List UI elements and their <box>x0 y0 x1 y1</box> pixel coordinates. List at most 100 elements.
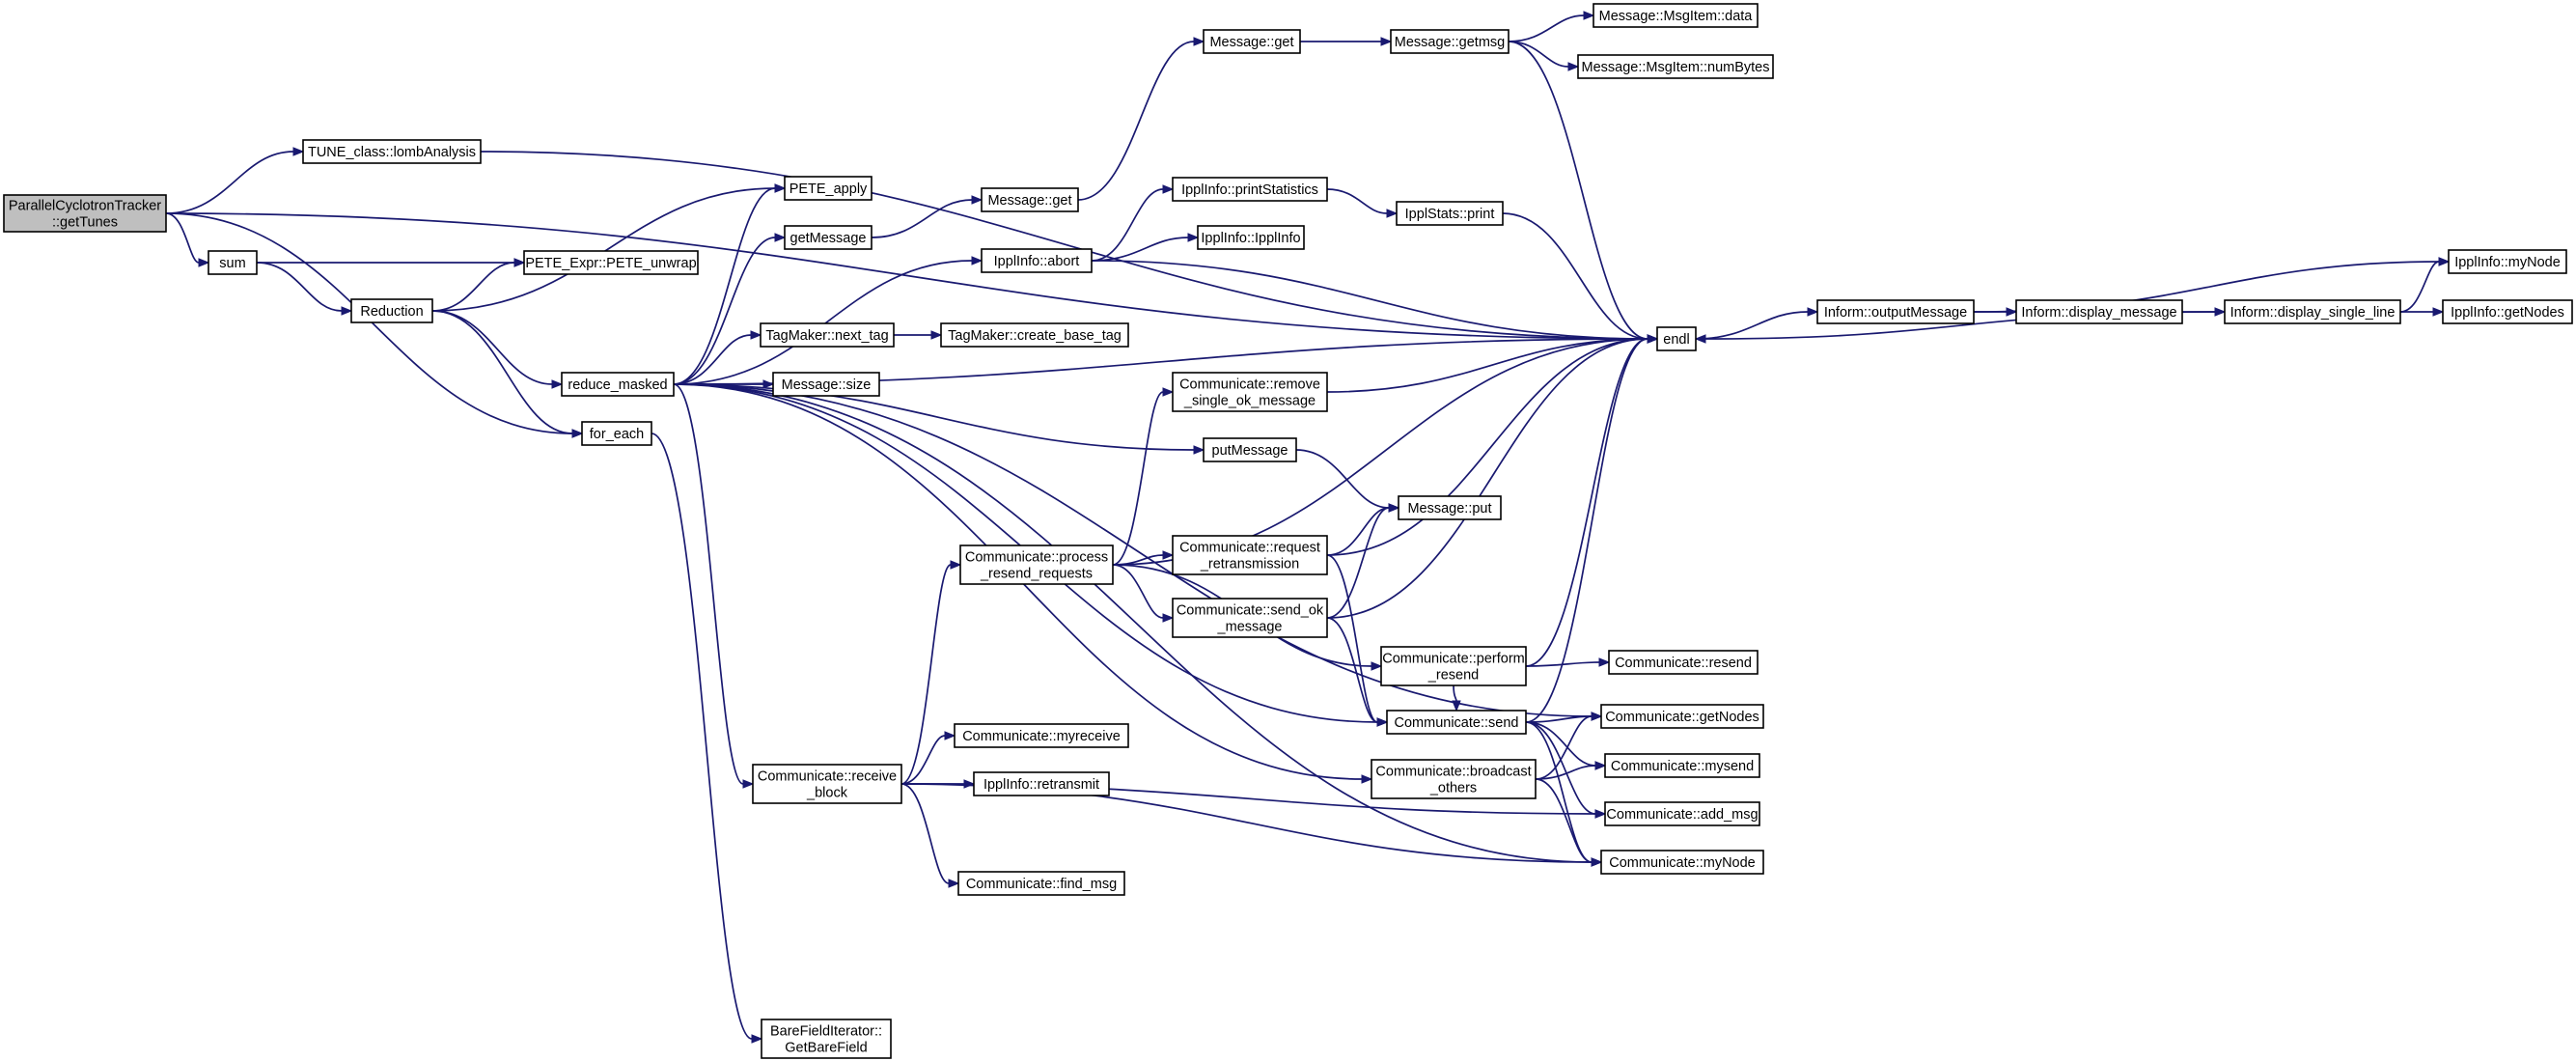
node-bcast[interactable]: Communicate::broadcast_others <box>1371 759 1537 799</box>
node-procresend[interactable]: Communicate::process_resend_requests <box>959 544 1114 585</box>
node-label: Communicate::process <box>965 550 1108 566</box>
edge-line <box>1525 721 1596 767</box>
node-nexttag[interactable]: TagMaker::next_tag <box>760 322 895 348</box>
node-reduction[interactable]: Reduction <box>350 298 433 323</box>
node-data[interactable]: Message::MsgItem::data <box>1593 3 1759 28</box>
node-msgput[interactable]: Message::put <box>1398 495 1502 520</box>
node-box <box>302 139 482 164</box>
edge-line <box>1091 260 1648 340</box>
node-endl[interactable]: endl <box>1656 326 1697 351</box>
node-removeok[interactable]: Communicate::remove_single_ok_message <box>1172 372 1328 412</box>
arrow-head-icon <box>1371 661 1383 671</box>
node-perfresend[interactable]: Communicate::perform_resend <box>1380 646 1527 686</box>
arrow-head-icon <box>1380 37 1393 46</box>
node-sendok[interactable]: Communicate::send_ok_message <box>1172 598 1328 638</box>
node-tune[interactable]: TUNE_class::lombAnalysis <box>302 139 482 164</box>
node-abort[interactable]: IpplInfo::abort <box>981 248 1093 273</box>
node-printstats[interactable]: IpplInfo::printStatistics <box>1172 177 1328 202</box>
node-msgsize[interactable]: Message::size <box>772 372 880 397</box>
edge-line <box>673 383 744 785</box>
edge-perfresend-to-send <box>1452 684 1461 712</box>
node-numbytes[interactable]: Message::MsgItem::numBytes <box>1577 54 1774 79</box>
edge-bcast-to-cmynode <box>1535 778 1603 867</box>
arrow-head-icon <box>1694 334 1706 344</box>
node-box <box>350 298 433 323</box>
edge-line <box>1508 41 1569 68</box>
node-label: PETE_Expr::PETE_unwrap <box>525 256 696 271</box>
arrow-head-icon <box>1807 307 1819 317</box>
node-getmessage[interactable]: getMessage <box>784 225 873 250</box>
arrow-head-icon <box>1376 717 1389 727</box>
node-recvblock[interactable]: Communicate::receive_block <box>752 764 902 804</box>
node-box <box>1604 753 1760 778</box>
node-displine[interactable]: Inform::display_single_line <box>2224 299 2401 324</box>
node-statsprint[interactable]: IpplStats::print <box>1396 201 1504 226</box>
node-sum[interactable]: sum <box>208 250 258 275</box>
edge-recvblock-to-myreceive <box>900 731 956 785</box>
edge-line <box>1508 14 1585 42</box>
node-ipplinfo[interactable]: IpplInfo::IpplInfo <box>1197 225 1305 250</box>
edge-line <box>2399 261 2440 313</box>
arrow-head-icon <box>1594 761 1607 770</box>
node-unwrap[interactable]: PETE_Expr::PETE_unwrap <box>523 250 699 275</box>
edge-line <box>900 783 950 884</box>
node-cmynode[interactable]: Communicate::myNode <box>1600 850 1764 875</box>
edge-recvblock-to-findmsg <box>900 783 960 888</box>
arrow-head-icon <box>1594 809 1607 819</box>
node-imynode[interactable]: IpplInfo::myNode <box>2448 249 2567 274</box>
node-getmsg[interactable]: Message::getmsg <box>1390 29 1510 54</box>
node-foreach[interactable]: for_each <box>581 421 652 446</box>
edge-root-to-tune <box>165 147 305 214</box>
node-box <box>1604 801 1760 826</box>
node-label: BareFieldIterator:: <box>770 1024 882 1040</box>
edge-abort-to-printstats <box>1091 184 1175 262</box>
node-box <box>957 871 1125 896</box>
node-box <box>2224 299 2401 324</box>
node-msgget2[interactable]: Message::get <box>981 187 1079 212</box>
arrow-head-icon <box>971 256 983 265</box>
node-reqretrans[interactable]: Communicate::request_retransmission <box>1172 535 1328 575</box>
node-box <box>973 771 1110 796</box>
node-reduce[interactable]: reduce_masked <box>561 372 675 397</box>
node-box <box>2442 299 2573 324</box>
edge-line <box>256 262 343 312</box>
node-myreceive[interactable]: Communicate::myreceive <box>954 723 1129 748</box>
edge-line <box>1535 715 1593 780</box>
node-resend[interactable]: Communicate::resend <box>1608 650 1759 675</box>
node-label: IpplInfo::myNode <box>2454 255 2561 270</box>
edge-root-to-foreach <box>165 212 584 438</box>
arrow-head-icon <box>551 379 564 389</box>
node-peteapply[interactable]: PETE_apply <box>784 176 873 201</box>
arrow-head-icon <box>1591 712 1603 721</box>
node-send[interactable]: Communicate::send <box>1386 710 1527 735</box>
node-msgget1[interactable]: Message::get <box>1203 29 1301 54</box>
edge-line <box>1695 311 1809 340</box>
node-label: Message::MsgItem::numBytes <box>1581 60 1769 75</box>
node-mysend[interactable]: Communicate::mysend <box>1604 753 1760 778</box>
edge-line <box>165 151 294 214</box>
edge-line <box>1326 338 1648 393</box>
edge-line <box>1453 684 1457 702</box>
node-putmessage[interactable]: putMessage <box>1203 437 1297 462</box>
node-bare[interactable]: BareFieldIterator::GetBareField <box>761 1019 892 1059</box>
node-root[interactable]: ParallelCyclotronTracker::getTunes <box>3 194 167 233</box>
arrow-head-icon <box>1388 503 1400 513</box>
node-retransmit[interactable]: IpplInfo::retransmit <box>973 771 1110 796</box>
edge-sendok-to-msgput <box>1326 503 1400 619</box>
node-createtag[interactable]: TagMaker::create_base_tag <box>940 322 1129 348</box>
node-dispmsg[interactable]: Inform::display_message <box>2015 299 2183 324</box>
arrow-head-icon <box>1598 657 1611 667</box>
node-cgetnodes[interactable]: Communicate::getNodes <box>1600 704 1764 729</box>
edge-removeok-to-endl <box>1326 334 1659 393</box>
node-igetnodes[interactable]: IpplInfo::getNodes <box>2442 299 2573 324</box>
edge-abort-to-ipplinfo <box>1091 233 1200 262</box>
edge-line <box>1326 338 1648 556</box>
node-box <box>1371 759 1537 799</box>
node-findmsg[interactable]: Communicate::find_msg <box>957 871 1125 896</box>
node-label: _retransmission <box>1200 557 1299 572</box>
node-addmsg[interactable]: Communicate::add_msg <box>1604 801 1760 826</box>
edge-line <box>1112 391 1164 566</box>
node-outmsg[interactable]: Inform::outputMessage <box>1816 299 1975 324</box>
edge-printstats-to-statsprint <box>1326 188 1399 218</box>
arrow-head-icon <box>774 183 787 193</box>
